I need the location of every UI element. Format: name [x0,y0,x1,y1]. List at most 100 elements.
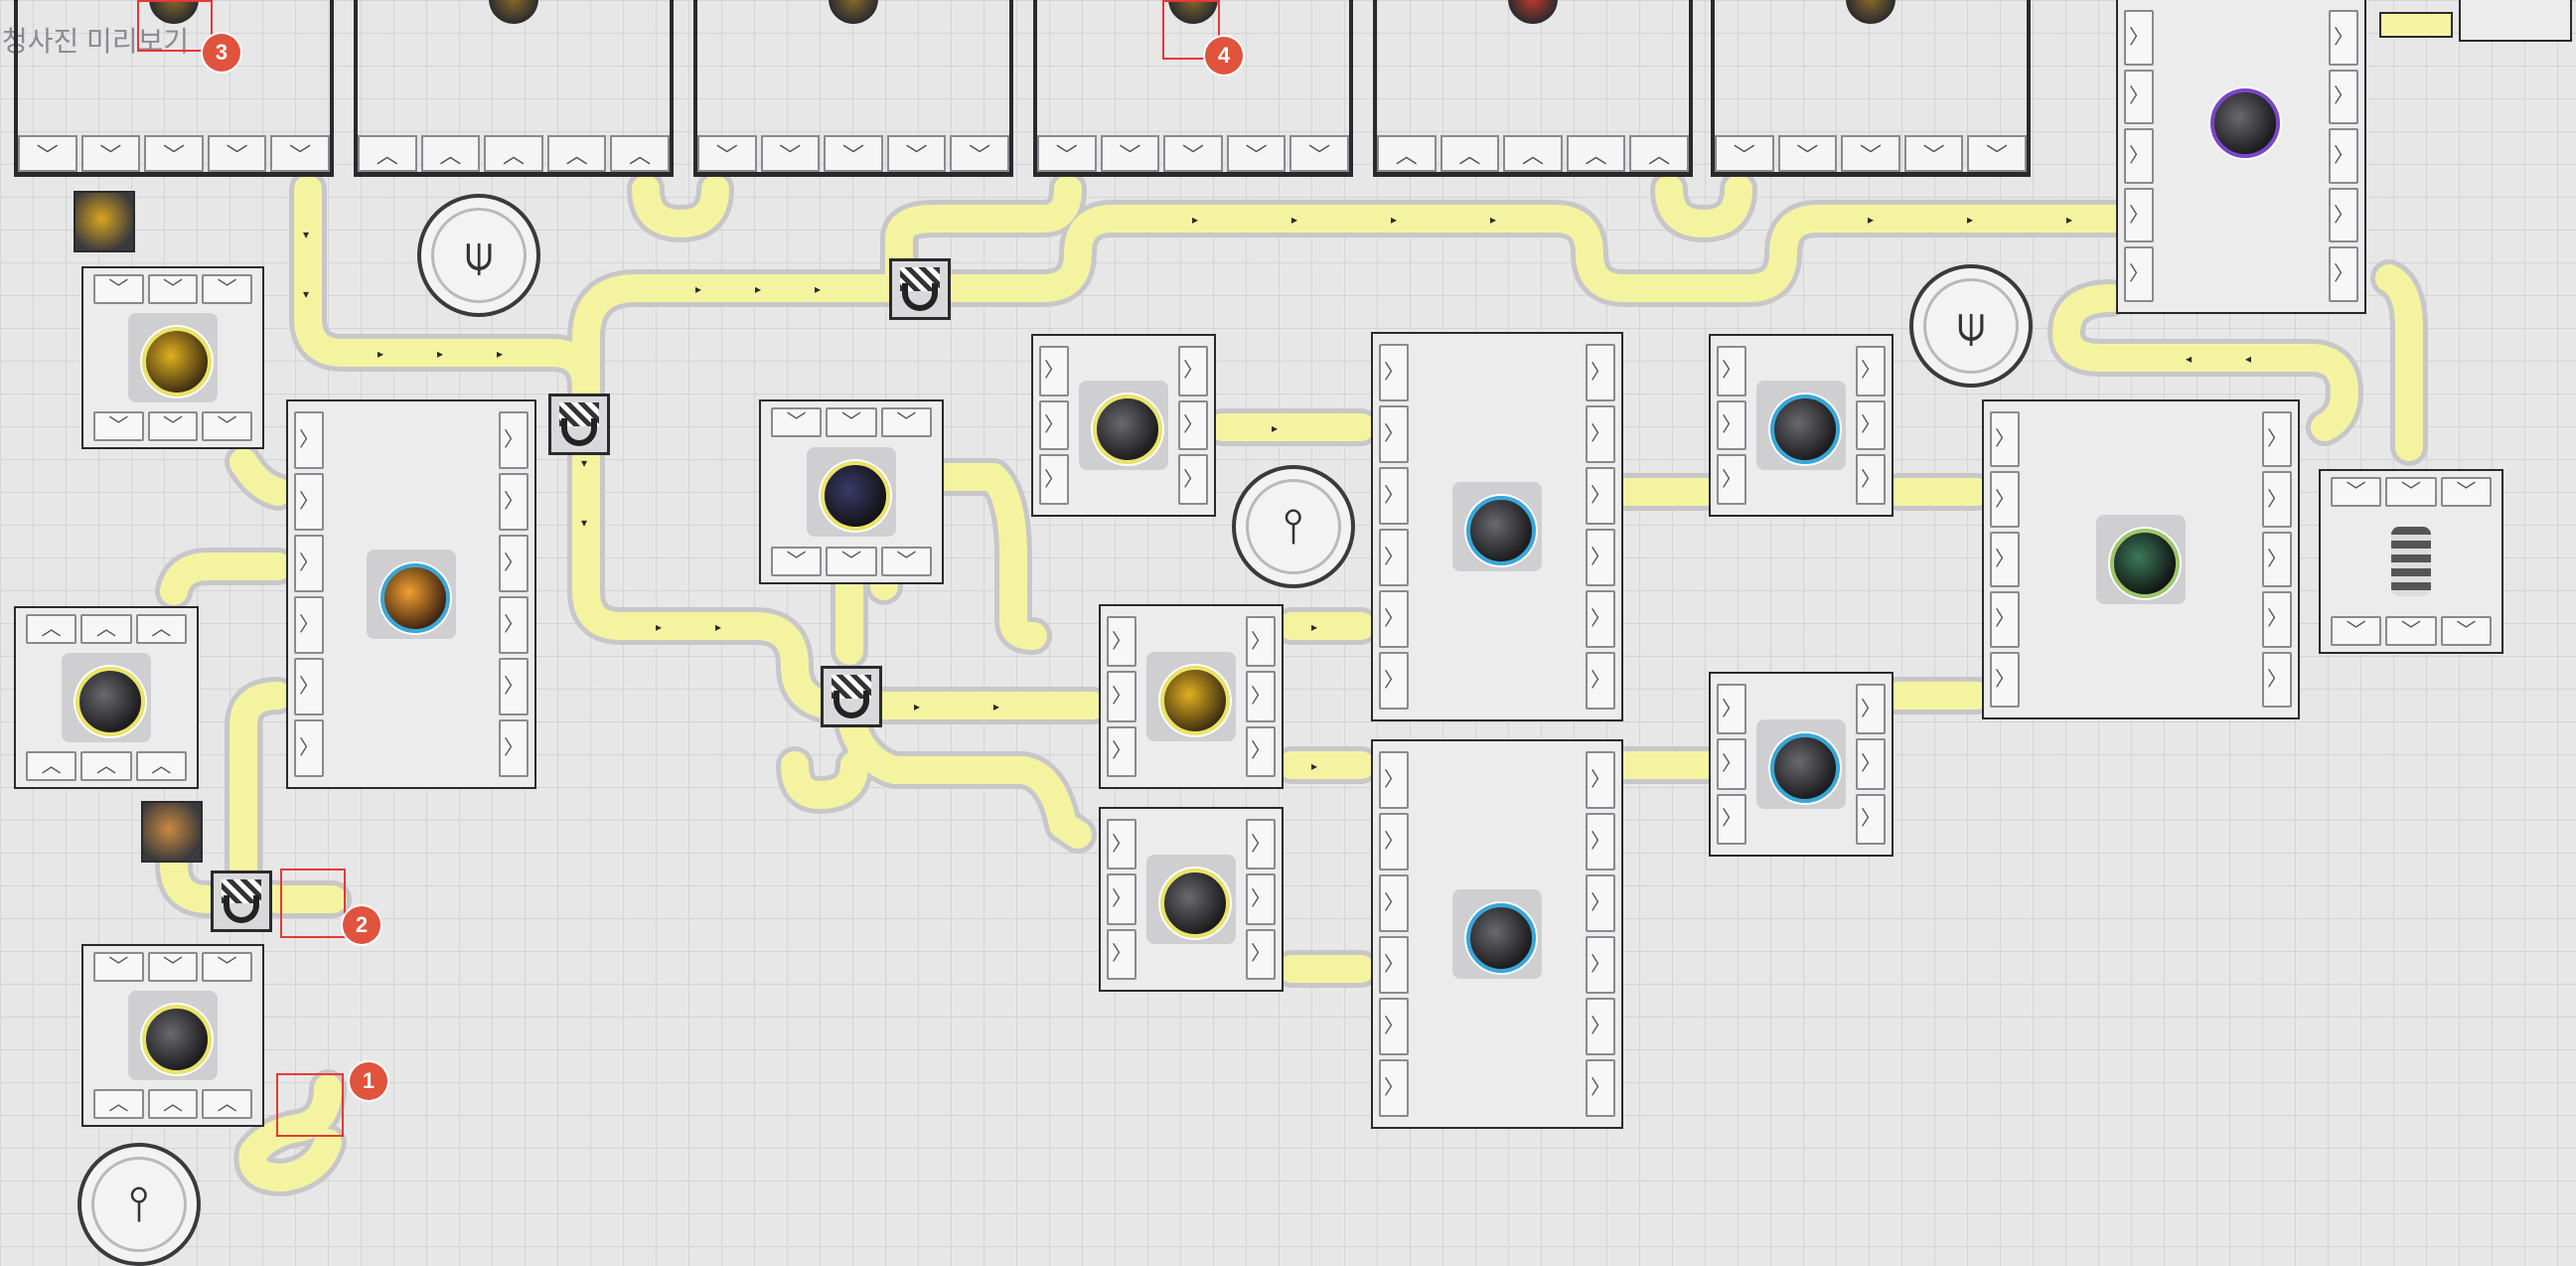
output-slot[interactable]: ﹀ [1967,135,2027,172]
crusher-5[interactable]: 〉〉〉 〉〉〉 [1031,334,1216,517]
output-slot[interactable]: ﹀ [950,135,1009,172]
slot[interactable]: ﹀ [147,952,199,982]
slot[interactable]: 〉 [1246,725,1276,777]
slot[interactable]: 〉 [2262,531,2292,588]
slot[interactable]: ︿ [26,614,77,644]
slot[interactable]: 〉 [1379,813,1409,870]
slot[interactable]: 〉 [1039,454,1069,506]
slot[interactable]: 〉 [1379,936,1409,994]
slot[interactable]: ︿ [202,1089,253,1119]
slot[interactable]: 〉 [1586,1059,1615,1117]
output-slot[interactable]: ﹀ [80,135,141,172]
slot[interactable]: 〉 [1107,616,1136,668]
slot[interactable]: 〉 [1379,998,1409,1055]
slot[interactable]: 〉 [1990,471,2020,528]
ore-deposit-2[interactable]: ︿︿︿︿︿ [354,0,674,177]
slot[interactable]: 〉 [1717,454,1746,506]
slot[interactable]: 〉 [1717,399,1746,451]
slot[interactable]: 〉 [1717,346,1746,396]
slot[interactable]: 〉 [1379,652,1409,710]
slot[interactable]: 〉 [499,658,529,715]
refinery-3[interactable]: 〉〉〉〉〉〉 〉〉〉〉〉〉 [1371,739,1623,1129]
crusher-4[interactable]: ﹀﹀﹀ ﹀﹀﹀ [759,399,944,584]
slot[interactable]: ﹀ [771,407,823,437]
output-slot[interactable]: ︿ [546,135,607,172]
ore-deposit-3[interactable]: ﹀﹀﹀﹀﹀ [693,0,1013,177]
refinery-4[interactable]: 〉〉〉〉〉 〉〉〉〉〉 [1982,399,2300,719]
slot[interactable]: 〉 [499,411,529,469]
gold-ore-item-icon[interactable] [74,191,135,252]
crusher-1[interactable]: ﹀﹀﹀ ﹀﹀﹀ [81,266,264,449]
output-slot[interactable]: ﹀ [1037,135,1097,172]
slot[interactable]: 〉 [1379,590,1409,648]
slot[interactable]: ︿ [135,751,187,781]
slot[interactable]: 〉 [1990,411,2020,468]
output-slot[interactable]: ﹀ [824,135,883,172]
slot[interactable]: 〉 [1246,671,1276,722]
slot[interactable]: 〉 [294,719,324,777]
slot[interactable]: 〉 [2262,651,2292,709]
crusher-8[interactable]: 〉〉〉 〉〉〉 [1709,334,1894,517]
marker-badge-2[interactable]: 2 [343,906,380,944]
slot[interactable]: ﹀ [93,952,144,982]
slot[interactable]: 〉 [2262,411,2292,468]
slot[interactable]: 〉 [2262,471,2292,528]
slot[interactable]: ︿ [26,751,77,781]
antenna-tower-2[interactable]: ⍦ [1909,264,2033,388]
slot[interactable]: ﹀ [880,547,932,576]
slot[interactable]: 〉 [1246,928,1276,980]
slot[interactable]: 〉 [1586,467,1615,525]
output-slot[interactable]: ﹀ [1289,135,1349,172]
output-slot[interactable]: ﹀ [144,135,204,172]
slot[interactable]: ︿ [80,614,132,644]
slot[interactable]: 〉 [2262,591,2292,648]
power-pylon-2[interactable]: ⫯ [77,1143,201,1266]
slot[interactable]: 〉 [294,473,324,531]
output-slot[interactable]: ﹀ [760,135,821,172]
splitter-4[interactable] [211,870,272,932]
output-slot[interactable]: ﹀ [886,135,947,172]
slot[interactable]: ﹀ [771,547,823,576]
slot[interactable]: 〉 [1379,1059,1409,1117]
slot[interactable]: 〉 [1856,454,1886,506]
output-slot[interactable]: ﹀ [1841,135,1900,172]
crusher-2[interactable]: ︿︿︿ ︿︿︿ [14,606,199,789]
slot[interactable]: ﹀ [202,274,253,304]
slot[interactable]: 〉 [1990,591,2020,648]
slot[interactable]: 〉 [2329,246,2358,302]
slot[interactable]: ﹀ [147,411,199,441]
slot[interactable]: 〉 [1586,751,1615,809]
slot[interactable]: 〉 [2124,128,2154,184]
slot[interactable]: 〉 [1107,873,1136,925]
output-slot[interactable]: ﹀ [1903,135,1964,172]
slot[interactable]: 〉 [499,719,529,777]
output-slot[interactable]: ︿ [1629,135,1689,172]
slot[interactable]: 〉 [1178,346,1208,396]
slot[interactable]: ﹀ [2331,616,2382,646]
crusher-3[interactable]: ﹀﹀﹀ ︿︿︿ [81,944,264,1127]
slot[interactable]: 〉 [1379,467,1409,525]
slot[interactable]: ﹀ [2385,616,2437,646]
slot[interactable]: ﹀ [2440,616,2492,646]
output-slot[interactable]: ﹀ [1777,135,1838,172]
slot[interactable]: 〉 [1246,873,1276,925]
storage-box[interactable]: ﹀﹀﹀ ﹀﹀﹀ [2319,469,2503,654]
crusher-9[interactable]: 〉〉〉 〉〉〉 [1709,672,1894,857]
slot[interactable]: 〉 [1586,652,1615,710]
refinery-2[interactable]: 〉〉〉〉〉〉 〉〉〉〉〉〉 [1371,332,1623,721]
slot[interactable]: ﹀ [2385,477,2437,507]
output-slot[interactable]: ﹀ [207,135,267,172]
slot[interactable]: 〉 [1586,998,1615,1055]
slot[interactable]: 〉 [2329,10,2358,66]
slot[interactable]: 〉 [2329,128,2358,184]
slot[interactable]: 〉 [1586,529,1615,586]
slot[interactable]: ﹀ [93,411,144,441]
slot[interactable]: ︿ [147,1089,199,1119]
slot[interactable]: 〉 [1107,725,1136,777]
marker-badge-1[interactable]: 1 [350,1062,387,1100]
slot[interactable]: 〉 [1586,405,1615,463]
slot[interactable]: 〉 [1717,793,1746,845]
slot[interactable]: ﹀ [93,274,144,304]
slot[interactable]: 〉 [1379,751,1409,809]
ore-deposit-5[interactable]: ︿︿︿︿︿ [1373,0,1693,177]
